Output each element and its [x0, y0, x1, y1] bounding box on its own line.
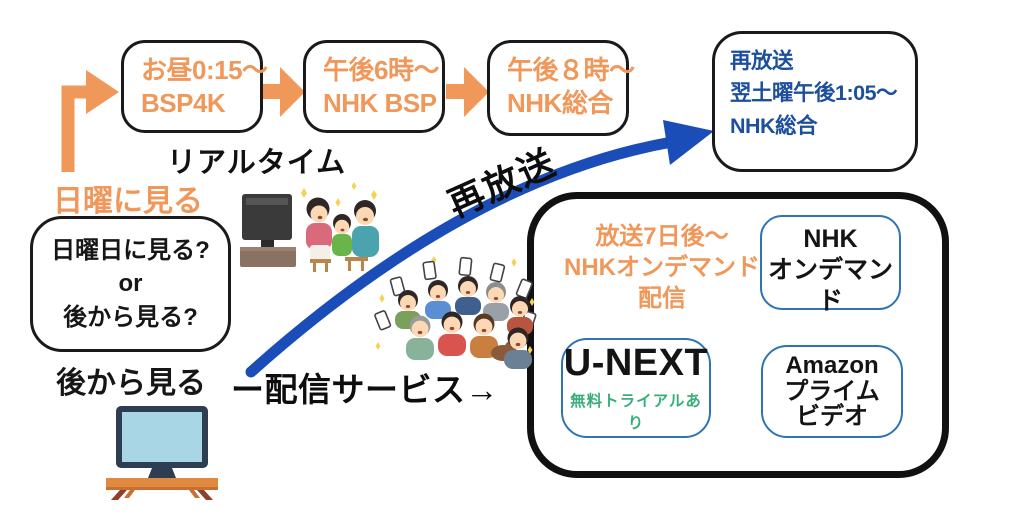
realtime-step-2-box: 午後6時〜 NHK BSP [303, 40, 445, 133]
streaming-arrow-label: ー配信サービス→ [231, 371, 499, 408]
step-time: お昼0:15〜 [141, 55, 268, 85]
rebroadcast-arrow [245, 120, 714, 378]
father-figure [352, 200, 379, 257]
streaming-heading-line: 放送7日後〜 [595, 223, 729, 250]
sunday-branch-arrow [61, 70, 119, 172]
decision-line: 日曜日に見る? [51, 237, 210, 265]
realtime-label: リアルタイム [167, 147, 347, 179]
step-channel: BSP4K [141, 88, 226, 119]
mother-figure [306, 197, 332, 260]
sparkles [301, 182, 377, 207]
child-figure [332, 214, 352, 256]
streaming-heading-line: 配信 [638, 285, 686, 313]
step-channel: NHK BSP [323, 88, 437, 119]
realtime-step-3-box: 午後８時〜 NHK総合 [487, 40, 635, 136]
crowd-people [395, 276, 533, 369]
watch-sunday-label: 日曜に見る [53, 185, 203, 218]
service-name-line: ビデオ [796, 403, 868, 431]
step-channel: NHK総合 [507, 88, 613, 119]
service-nhk-ondemand-box: NHK オンデマンド [760, 215, 901, 315]
service-unext-box: U-NEXT 無料トライアルあり [561, 338, 711, 438]
decision-line: or [118, 270, 143, 298]
rebroadcast-box: 再放送 翌土曜午後1:05〜 NHK総合 [712, 31, 918, 172]
realtime-step-1-box: お昼0:15〜 BSP4K [121, 40, 268, 133]
unext-logo-text: U-NEXT [563, 341, 709, 384]
watch-later-label: 後から見る [56, 367, 206, 400]
family-watching-tv-illustration [240, 182, 379, 272]
service-name-line: Amazon [785, 351, 879, 379]
service-name-line: プライム [784, 377, 880, 405]
rebroadcast-line: 翌土曜午後1:05〜 [730, 81, 898, 106]
step-arrow-2 [446, 67, 489, 117]
streaming-heading-line: NHKオンデマンド [564, 254, 760, 282]
rebroadcast-line: NHK総合 [730, 113, 818, 138]
streaming-services-box: 放送7日後〜 NHKオンデマンド 配信 NHK オンデマンド U-NEXT 無料… [527, 192, 949, 478]
crowd-holding-smartphones-illustration [374, 256, 537, 369]
service-name-line: オンデマンド [767, 255, 893, 315]
step-time: 午後８時〜 [507, 55, 635, 85]
step-arrow-1 [262, 67, 305, 117]
snack-tables [310, 257, 368, 272]
service-amazon-prime-box: Amazon プライム ビデオ [761, 345, 903, 438]
decision-box: 日曜日に見る? or 後から見る? [30, 216, 231, 352]
service-name-line: NHK [803, 225, 858, 253]
tv-on-stand-illustration [106, 406, 218, 500]
streaming-heading: 放送7日後〜 NHKオンデマンド 配信 [556, 221, 768, 315]
tv-set-icon [240, 194, 296, 267]
rebroadcast-line: 再放送 [730, 49, 794, 73]
step-time: 午後6時〜 [323, 55, 439, 85]
decision-line: 後から見る? [63, 303, 198, 331]
unext-free-trial-note: 無料トライアルあり [570, 392, 702, 432]
